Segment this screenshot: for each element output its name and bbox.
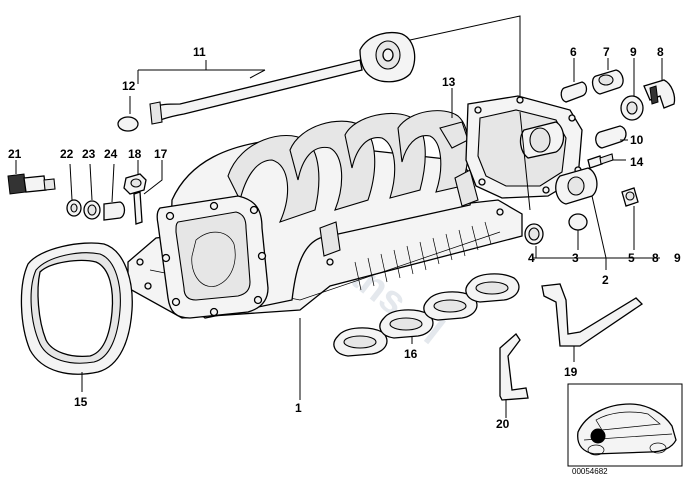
bracket-19 [541,283,644,347]
callout-8-row: 8 [652,251,659,265]
callout-labels: 1 2 3 4 5 6 7 8 9 10 11 12 13 14 15 16 1… [8,45,681,431]
callout-15: 15 [74,395,88,409]
sleeve-10 [595,125,627,149]
callout-13: 13 [442,75,456,89]
sleeve-24 [103,201,126,221]
callout-10: 10 [630,133,644,147]
sensor-21 [7,173,56,195]
callout-6: 6 [570,45,577,59]
flange-assembly [439,95,583,199]
callout-2: 2 [602,273,609,287]
callout-11: 11 [193,45,206,59]
callout-3: 3 [572,251,579,265]
leader-lines [15,15,663,418]
intake-manifold [127,110,523,319]
location-marker [590,428,606,444]
vent-hose [149,31,416,125]
callout-5: 5 [628,251,635,265]
sleeve-6 [560,81,588,103]
callout-12: 12 [122,79,136,93]
bracket-20 [499,333,529,401]
o-ring-3 [568,213,588,231]
runner-gaskets-16 [333,273,520,357]
nut-18 [123,173,147,195]
stud-17 [133,191,143,225]
callout-18: 18 [128,147,142,161]
callout-17: 17 [154,147,168,161]
callout-22: 22 [60,147,74,161]
callout-19: 19 [564,365,578,379]
grommet-9 [620,95,644,121]
callout-20: 20 [496,417,510,431]
callout-8: 8 [657,45,664,59]
elbow-8 [643,79,676,109]
callout-14: 14 [630,155,644,169]
callout-16: 16 [404,347,418,361]
callout-4: 4 [528,251,535,265]
vehicle-inset: 00054682 [567,383,683,476]
callout-9-row: 9 [674,251,681,265]
callout-24: 24 [104,147,118,161]
callout-7: 7 [603,45,610,59]
callout-21: 21 [8,147,22,161]
clip-5 [621,187,639,207]
callout-9: 9 [630,45,637,59]
bolt-14 [587,153,614,169]
callout-23: 23 [82,147,96,161]
catalog-number: 00054682 [572,467,608,476]
callout-1: 1 [295,401,302,415]
o-ring-12 [117,116,139,132]
